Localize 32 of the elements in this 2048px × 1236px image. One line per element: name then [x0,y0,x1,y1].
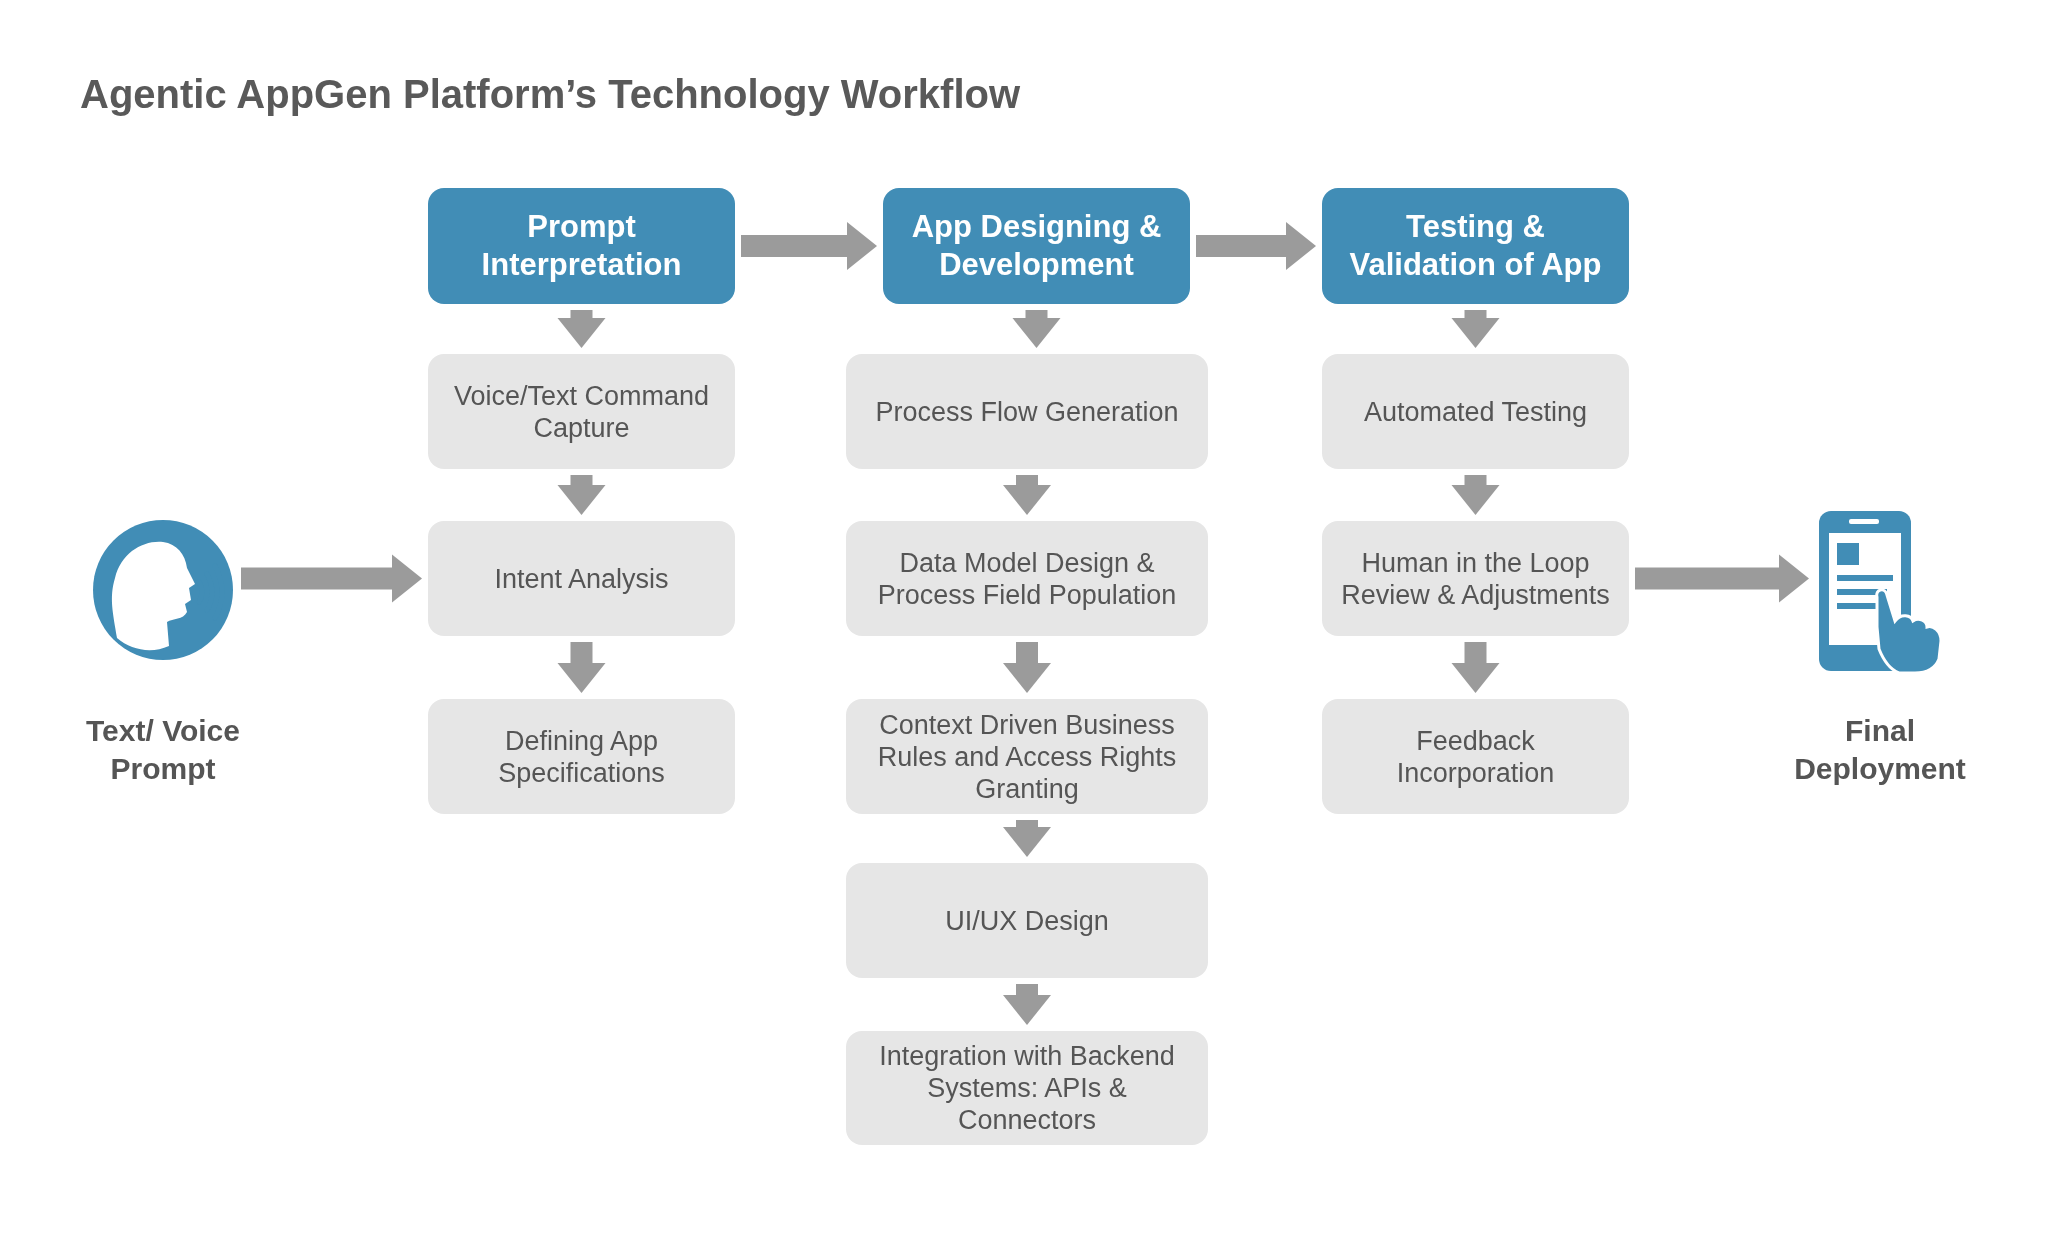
block-arrow [1635,554,1809,603]
stage-header-box: App Designing & Development [883,188,1190,304]
process-step-box: Human in the Loop Review & Adjustments [1322,521,1629,636]
block-arrow [557,642,606,693]
block-arrow [1012,310,1061,348]
stage-header-box: Prompt Interpretation [428,188,735,304]
process-step-box: Feedback Incorporation [1322,699,1629,814]
block-arrow [1003,642,1051,693]
node-caption: Text/ Voice Prompt [85,713,241,787]
process-step-box: Process Flow Generation [846,354,1208,469]
block-arrow [1451,310,1500,348]
block-arrow [241,554,422,603]
block-arrow [557,310,606,348]
block-arrow [1003,984,1051,1025]
process-step-box: Intent Analysis [428,521,735,636]
node-caption: Final Deployment [1793,713,1967,787]
block-arrow [1196,222,1316,270]
block-arrow [1003,475,1051,515]
process-step-box: Integration with Backend Systems: APIs & Connectors [846,1031,1208,1145]
block-arrow [557,475,606,515]
process-step-box: Context Driven Business Rules and Access Rights Granting [846,699,1208,814]
process-step-box: Data Model Design & Process Field Population [846,521,1208,636]
process-step-box: Defining App Specifications [428,699,735,814]
block-arrow [741,222,877,270]
block-arrow [1003,820,1051,857]
process-step-box: Voice/Text Command Capture [428,354,735,469]
process-step-box: Automated Testing [1322,354,1629,469]
diagram-title: Agentic AppGen Platform’s Technology Workflow [80,72,1021,117]
block-arrow [1451,642,1500,693]
process-step-box: UI/UX Design [846,863,1208,978]
stage-header-box: Testing & Validation of App [1322,188,1629,304]
block-arrow [1451,475,1500,515]
